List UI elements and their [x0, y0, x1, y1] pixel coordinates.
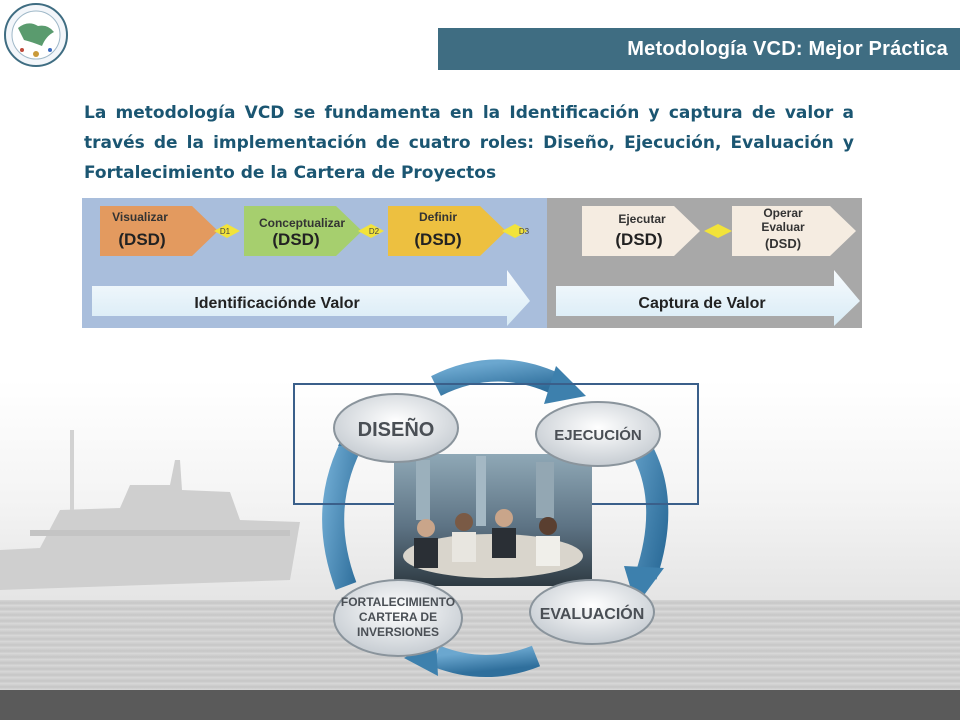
phase-conceptualizar: Conceptualizar (DSD) [244, 206, 362, 256]
stage-fortalecimiento-line2: CARTERA DE [359, 610, 437, 624]
value-capture-label: Captura de Valor [638, 295, 765, 312]
gate-d2: D2 [358, 224, 384, 238]
stage-ejecucion: EJECUCIÓN [535, 401, 661, 467]
phase-ejecutar-label: Ejecutar [618, 212, 666, 226]
bottom-band [0, 690, 960, 720]
process-diagram: Visualizar (DSD) Conceptualizar (DSD) De… [82, 198, 862, 328]
phase-operar-label: Operar [763, 206, 803, 220]
gate-d2-label: D2 [369, 227, 380, 236]
stage-diseno: DISEÑO [333, 393, 459, 463]
phase-evaluar-label: Evaluar [761, 220, 805, 234]
stage-ejecucion-label: EJECUCIÓN [554, 426, 642, 444]
phase-visualizar-label: Visualizar [112, 210, 168, 224]
stage-evaluacion-label: EVALUACIÓN [540, 604, 645, 623]
gate-d1: D1 [214, 224, 240, 238]
stage-fortalecimiento-line3: INVERSIONES [357, 625, 439, 639]
gate-d3-label: D3 [519, 227, 530, 236]
phase-operar-sub: (DSD) [765, 236, 801, 251]
gate-d1-label: D1 [220, 227, 231, 236]
phase-definir-sub: (DSD) [414, 230, 461, 249]
stage-fortalecimiento-line1: FORTALECIMIENTO [341, 595, 455, 609]
page-title: Metodología VCD: Mejor Práctica [627, 37, 948, 60]
phase-ejecutar-sub: (DSD) [615, 230, 662, 249]
stage-diseno-label: DISEÑO [358, 418, 435, 441]
gate-ejecutar-operar [704, 224, 732, 238]
phase-definir: Definir (DSD) [388, 206, 506, 256]
gate-d3: D3 [502, 224, 530, 238]
phase-definir-label: Definir [419, 210, 457, 224]
ship-silhouette [0, 430, 300, 590]
phase-visualizar: Visualizar (DSD) [100, 206, 218, 256]
value-capture-arrow: Captura de Valor [556, 270, 860, 326]
phase-conceptualizar-label: Conceptualizar [259, 216, 345, 230]
meeting-photo [394, 454, 592, 586]
phase-conceptualizar-sub: (DSD) [272, 230, 319, 249]
intro-paragraph: La metodología VCD se fundamenta en la I… [84, 103, 854, 183]
organization-logo [4, 3, 68, 67]
phase-operar-evaluar: Operar Evaluar (DSD) [732, 206, 856, 256]
vcd-cycle-diagram: DISEÑO EJECUCIÓN EVALUACIÓN FORTALECIMIE… [286, 356, 706, 688]
value-identification-label: Identificaciónde Valor [194, 295, 359, 312]
phase-ejecutar: Ejecutar (DSD) [582, 206, 700, 256]
page-title-bar: Metodología VCD: Mejor Práctica [438, 28, 960, 70]
stage-fortalecimiento: FORTALECIMIENTO CARTERA DE INVERSIONES [333, 579, 463, 657]
stage-evaluacion: EVALUACIÓN [529, 579, 655, 645]
value-identification-arrow: Identificaciónde Valor [92, 270, 530, 326]
phase-visualizar-sub: (DSD) [118, 230, 165, 249]
